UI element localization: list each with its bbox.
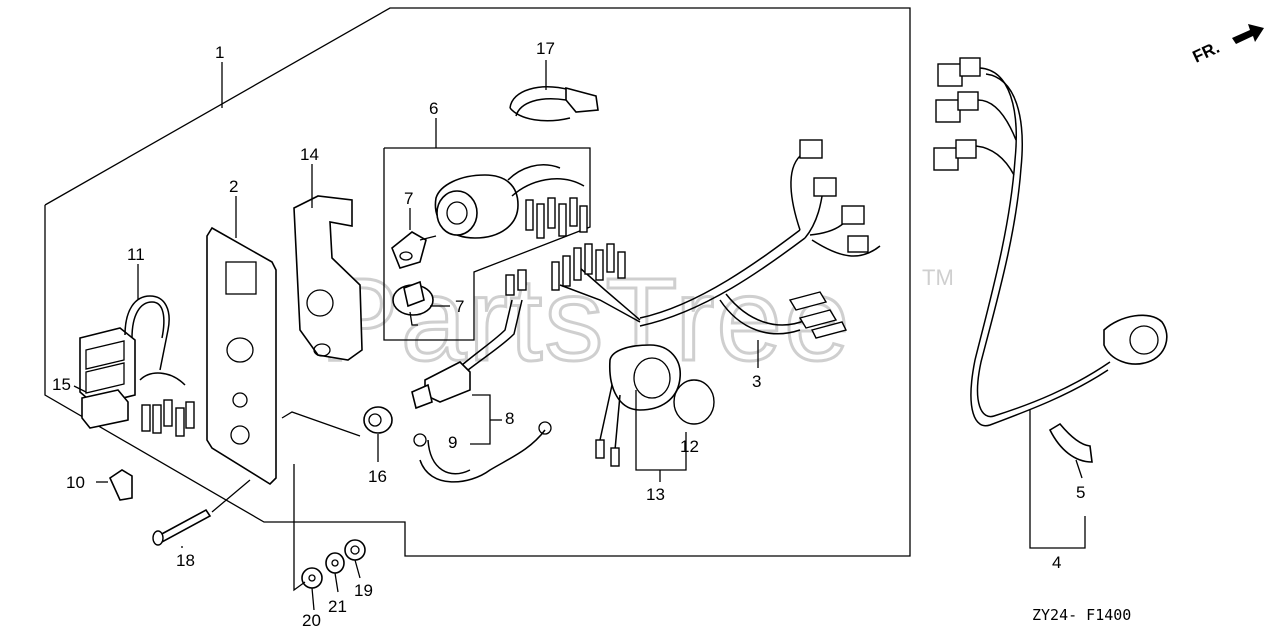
part-ignition-switch	[383, 147, 591, 341]
part-bolt	[152, 508, 212, 546]
callout-8: 8	[505, 409, 514, 428]
callout-3: 3	[752, 372, 761, 391]
callout-6: 6	[429, 99, 438, 118]
callout-5: 5	[1076, 483, 1085, 502]
callout-7-bottom: 7	[455, 297, 464, 316]
watermark-trademark: TM	[922, 265, 954, 290]
part-panel-plate	[206, 226, 277, 486]
callout-11: 11	[127, 245, 145, 264]
callout-13: 13	[646, 485, 665, 504]
part-switch-assembly	[79, 295, 195, 437]
callout-14: 14	[300, 145, 319, 164]
assembly-outline	[44, 7, 911, 557]
callout-18: 18	[176, 551, 195, 570]
watermark: PartsTree TM	[319, 253, 954, 388]
callout-15: 15	[52, 375, 71, 394]
direction-label: FR.	[1190, 38, 1223, 67]
part-ring	[363, 406, 393, 434]
part-clip	[108, 469, 133, 501]
callout-16: 16	[368, 467, 387, 486]
callout-19: 19	[354, 581, 373, 600]
watermark-text: PartsTree	[320, 254, 852, 386]
front-direction-arrow: FR.	[1190, 24, 1264, 67]
callout-1: 1	[215, 43, 224, 62]
callout-10: 10	[66, 473, 85, 492]
part-secondary-harness	[933, 57, 1168, 463]
callout-9: 9	[448, 433, 457, 452]
callout-labels: 1 2 3 4 5 6 7 7 8 9 10 11 12 13 14 15 16…	[52, 39, 1085, 630]
part-main-harness	[551, 139, 881, 339]
part-horn	[595, 344, 715, 467]
part-sensor	[411, 269, 552, 483]
direction-arrow-icon	[1232, 24, 1264, 44]
callout-7-top: 7	[404, 189, 413, 208]
callout-2: 2	[229, 177, 238, 196]
callout-12: 12	[680, 437, 699, 456]
part-bracket	[293, 195, 363, 361]
leader-lines	[73, 60, 1086, 611]
callout-21: 21	[328, 597, 347, 616]
callout-4: 4	[1052, 553, 1061, 572]
callout-20: 20	[302, 611, 321, 630]
figure-code: ZY24- F1400	[1032, 606, 1131, 624]
callout-17: 17	[536, 39, 555, 58]
part-cable-tie	[509, 86, 599, 122]
